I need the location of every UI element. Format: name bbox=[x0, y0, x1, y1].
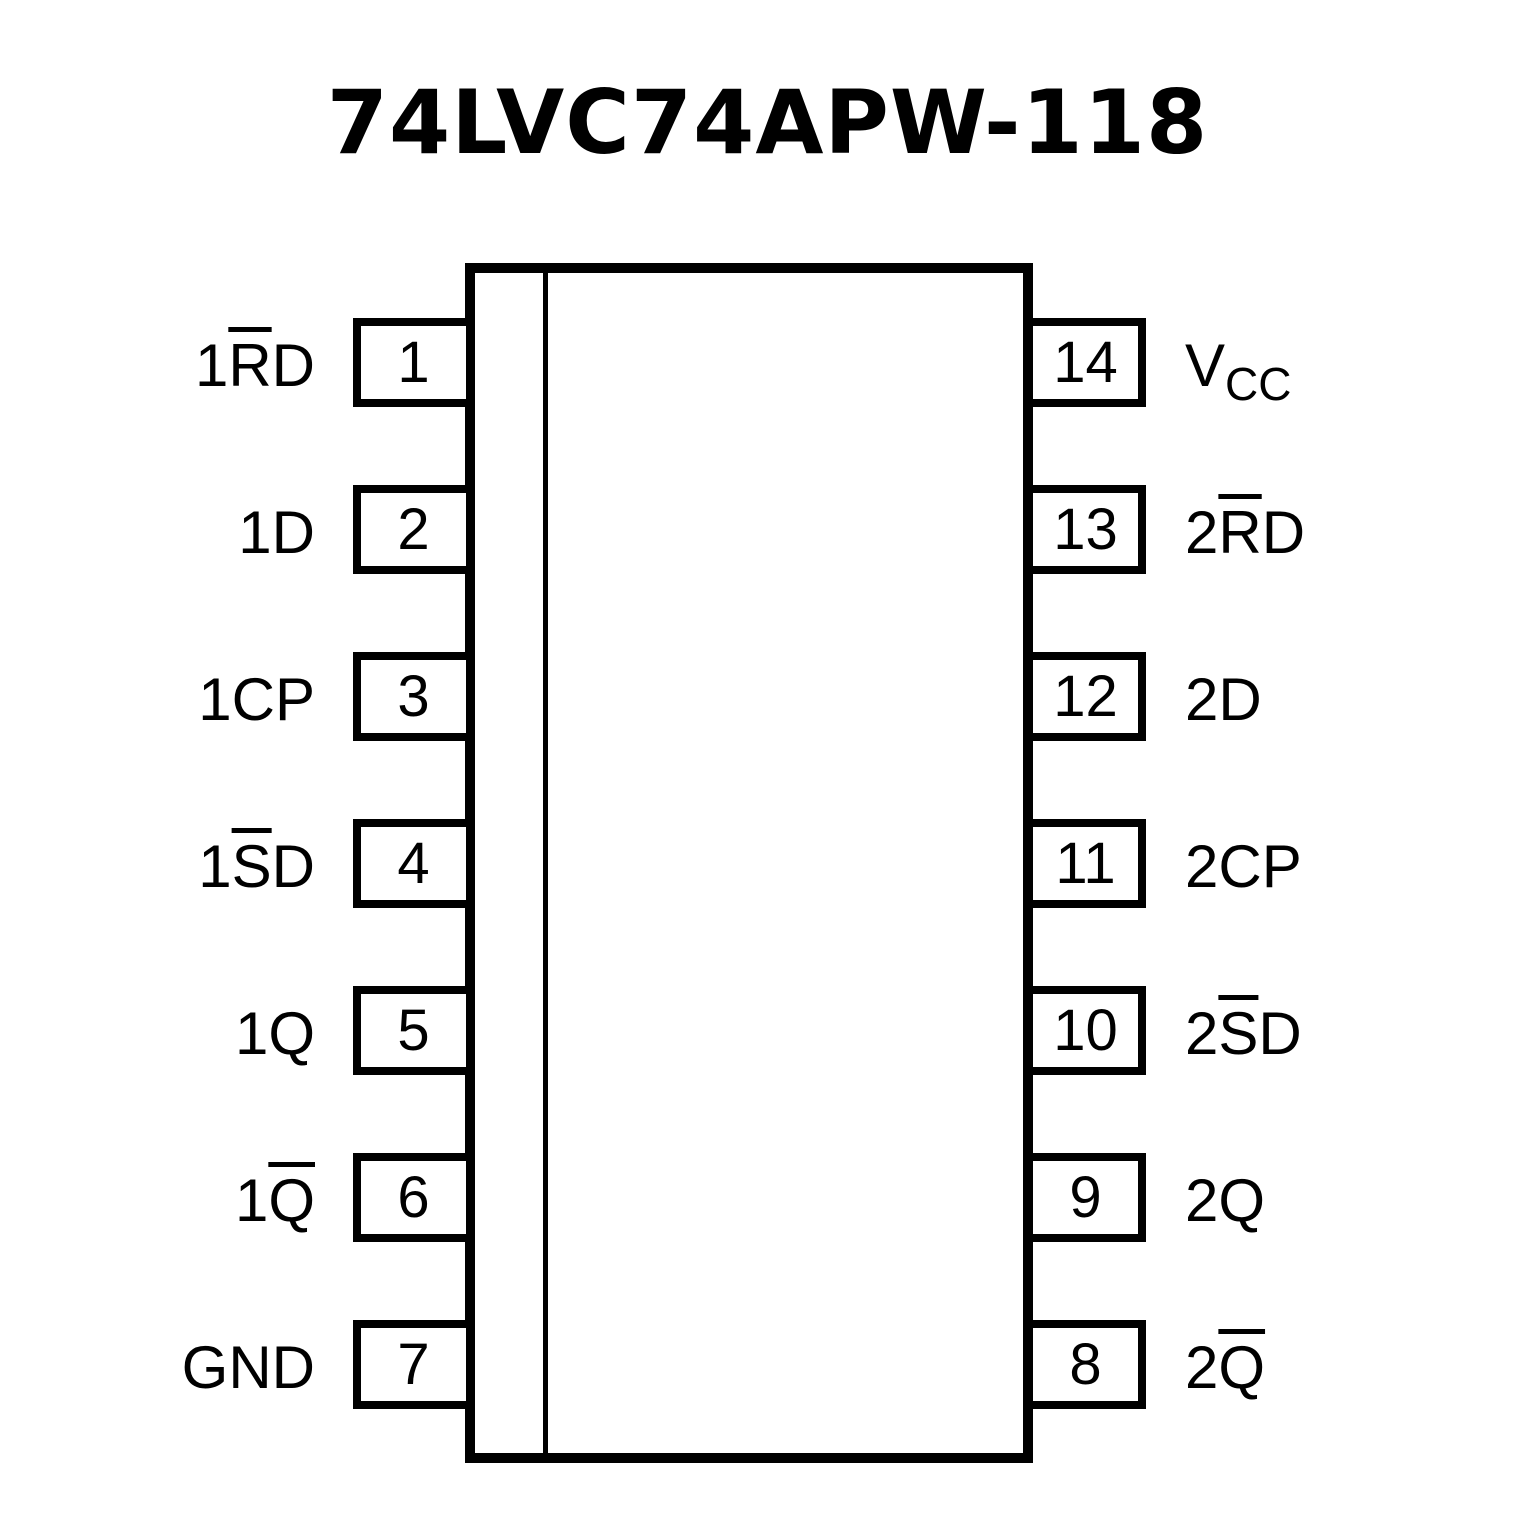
label-overbar-text: R bbox=[228, 332, 272, 399]
label-text: GND bbox=[181, 1334, 315, 1401]
pin-2-box: 2 bbox=[353, 485, 466, 574]
pin-11-label: 2CP bbox=[1185, 827, 1302, 907]
pin1-indicator-line bbox=[543, 263, 548, 1463]
label-overbar-text: S bbox=[231, 833, 272, 900]
label-overbar-text: Q bbox=[1218, 1334, 1266, 1401]
label-text: 2 bbox=[1185, 499, 1219, 566]
pin-7-label: GND bbox=[182, 1328, 315, 1408]
label-text: 1 bbox=[194, 332, 229, 399]
pin-5-box: 5 bbox=[353, 986, 466, 1075]
pin-9-label: 2Q bbox=[1185, 1161, 1265, 1241]
label-subscript: CC bbox=[1225, 358, 1292, 410]
pin-13-box: 13 bbox=[1033, 485, 1146, 574]
pin-3-box: 3 bbox=[353, 652, 466, 741]
label-text: 2 bbox=[1185, 1000, 1219, 1067]
label-text: 1Q bbox=[234, 1000, 315, 1067]
pin-6-label: 1Q bbox=[235, 1161, 315, 1241]
pin-7-box: 7 bbox=[353, 1320, 466, 1409]
label-overbar-text: Q bbox=[268, 1167, 315, 1234]
pin-3-label: 1CP bbox=[198, 660, 315, 740]
pin-2-label: 1D bbox=[238, 493, 315, 573]
label-text: 2CP bbox=[1185, 833, 1302, 900]
pin-8-box: 8 bbox=[1033, 1320, 1146, 1409]
part-number-title: 74LVC74APW-118 bbox=[326, 71, 1209, 174]
pin-12-label: 2D bbox=[1185, 660, 1262, 740]
pin-14-box: 14 bbox=[1033, 318, 1146, 407]
pin-4-label: 1SD bbox=[198, 827, 315, 907]
pin-1-label: 1RD bbox=[195, 326, 315, 406]
label-text: 1D bbox=[238, 499, 315, 566]
pin-9-box: 9 bbox=[1033, 1153, 1146, 1242]
pin-12-box: 12 bbox=[1033, 652, 1146, 741]
label-text: 1 bbox=[198, 833, 232, 900]
label-overbar-text: R bbox=[1218, 499, 1262, 566]
pin-10-label: 2SD bbox=[1185, 994, 1302, 1074]
ic-package-body bbox=[465, 263, 1033, 1463]
label-text: D bbox=[1258, 1000, 1302, 1067]
pin-8-label: 2Q bbox=[1185, 1328, 1265, 1408]
label-text: 2D bbox=[1185, 666, 1262, 733]
pin-14-label: VCC bbox=[1185, 326, 1291, 410]
label-overbar-text: S bbox=[1218, 1000, 1259, 1067]
label-text: 1CP bbox=[198, 666, 315, 733]
pin-10-box: 10 bbox=[1033, 986, 1146, 1075]
label-text: V bbox=[1185, 332, 1226, 399]
pin-1-box: 1 bbox=[353, 318, 466, 407]
label-text: D bbox=[1261, 499, 1306, 566]
label-text: 2 bbox=[1185, 1334, 1219, 1401]
label-text: D bbox=[271, 332, 315, 399]
label-text: 2Q bbox=[1185, 1167, 1266, 1234]
pin-11-box: 11 bbox=[1033, 819, 1146, 908]
label-text: D bbox=[271, 833, 315, 900]
pin-13-label: 2RD bbox=[1185, 493, 1305, 573]
pin-5-label: 1Q bbox=[235, 994, 315, 1074]
label-text: 1 bbox=[234, 1167, 269, 1234]
pin-6-box: 6 bbox=[353, 1153, 466, 1242]
pin-4-box: 4 bbox=[353, 819, 466, 908]
